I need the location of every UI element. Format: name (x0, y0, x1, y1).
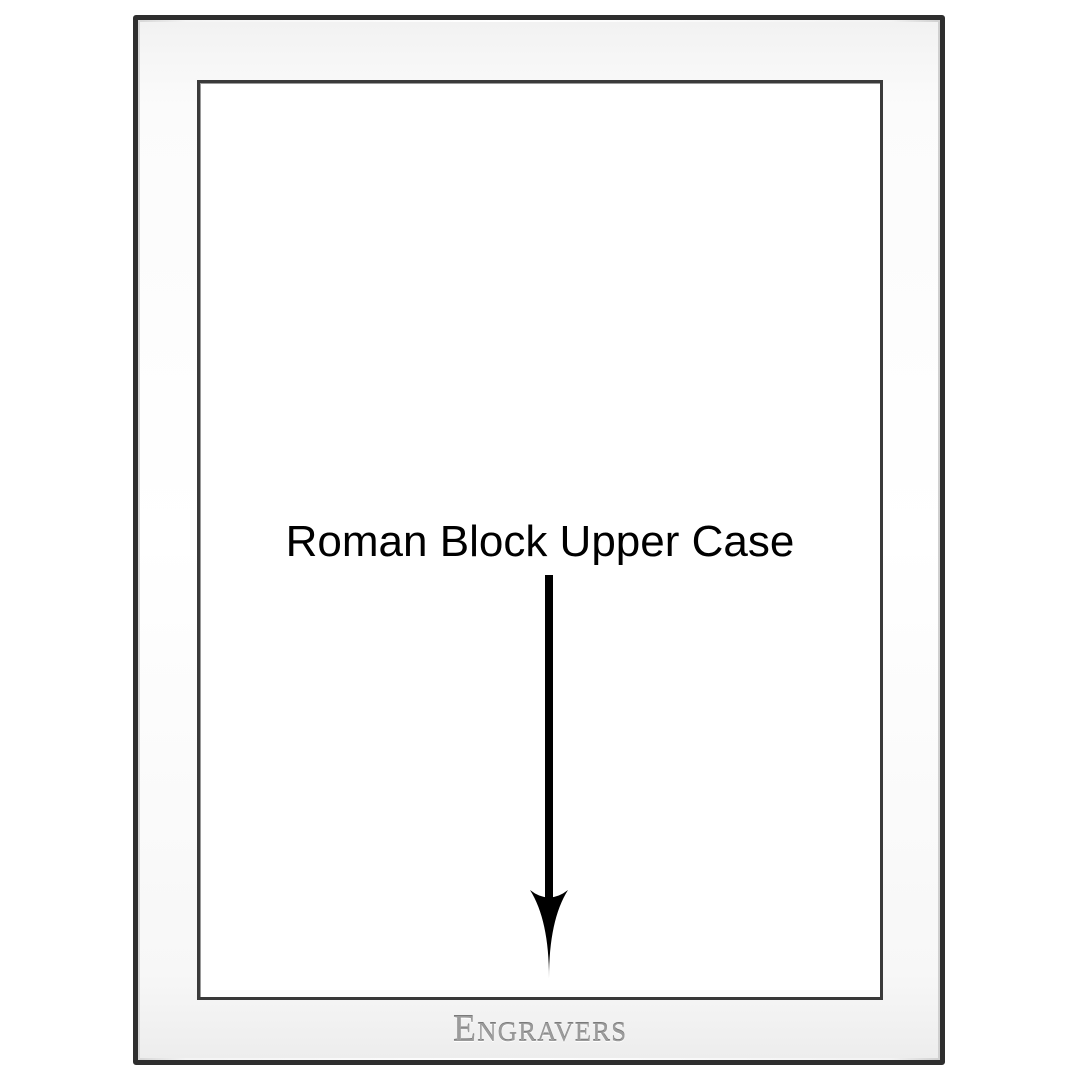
font-style-label: Roman Block Upper Case (285, 517, 795, 566)
engraved-text: Engravers (452, 1008, 628, 1050)
photo-window (197, 80, 883, 1000)
arrow-down-icon (530, 575, 568, 978)
